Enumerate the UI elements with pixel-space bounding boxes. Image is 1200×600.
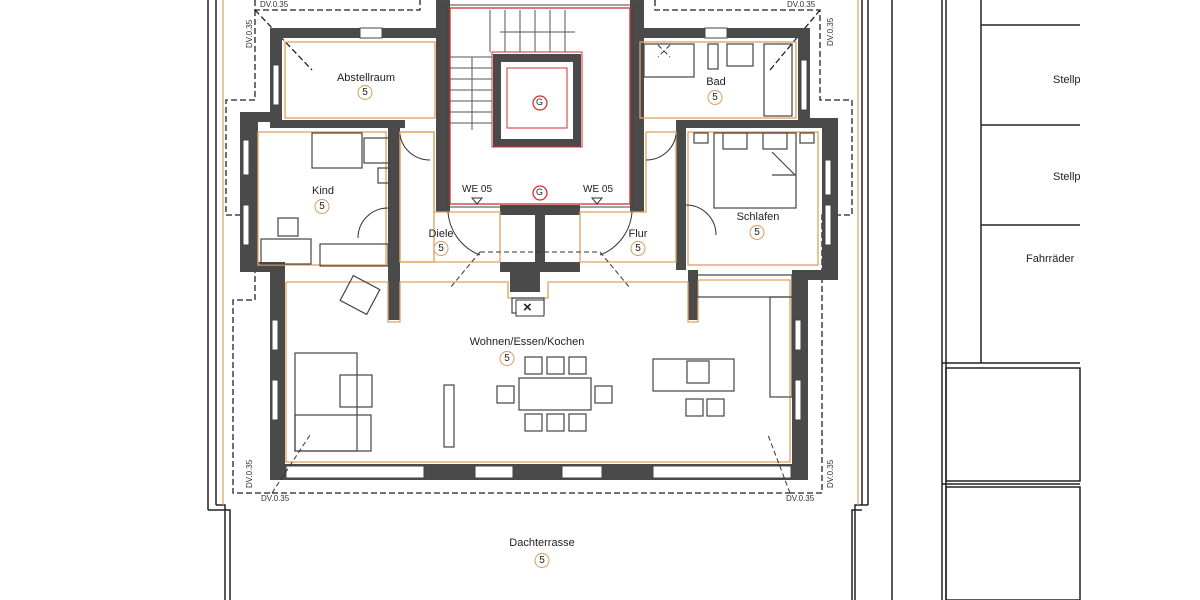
unit-label-right: WE 05 (583, 184, 614, 195)
room-label-kind: Kind (311, 185, 335, 197)
stair-marker-icon: G (536, 187, 544, 197)
room-label-schlafen: Schlafen (736, 211, 780, 223)
shaft-box (515, 299, 545, 317)
dv-label-top-left: DV.0.35 (260, 0, 289, 9)
furniture (260, 43, 815, 452)
room-label-bad: Bad (706, 76, 726, 88)
door-swings (357, 134, 717, 256)
unit-label-left: WE 05 (462, 184, 493, 195)
room-label-diele: Diele (428, 228, 454, 240)
dash-diagonals (271, 44, 791, 494)
room-number-abstellraum: 5 (357, 85, 373, 100)
room-label-flur: Flur (628, 228, 648, 240)
room-number-dachterrasse: 5 (534, 553, 550, 568)
side-label-stellplatz-2: Stellp (1053, 171, 1081, 183)
terrace-finish-line (222, 0, 859, 505)
dv-label-right-lower: DV.0.35 (826, 459, 835, 488)
side-label-stellplatz-1: Stellp (1053, 74, 1081, 86)
dv-label-right-upper: DV.0.35 (826, 17, 835, 46)
room-label-abstellraum: Abstellraum (336, 72, 396, 84)
dv-label-left-lower: DV.0.35 (245, 459, 254, 488)
dv-label-top-right: DV.0.35 (787, 0, 816, 9)
walls (240, 0, 838, 480)
room-number-kind: 5 (314, 199, 330, 214)
room-finish-outlines (257, 41, 819, 463)
room-number-wohnen: 5 (499, 351, 515, 366)
room-number-bad: 5 (707, 90, 723, 105)
room-label-wohnen: Wohnen/Essen/Kochen (469, 336, 585, 348)
room-label-dachterrasse: Dachterrasse (509, 537, 575, 549)
outer-boundary (207, 0, 947, 600)
dv-label-left-upper: DV.0.35 (245, 19, 254, 48)
windows (242, 27, 832, 479)
side-structures (942, 0, 1081, 600)
room-number-flur: 5 (630, 241, 646, 256)
dv-label-bottom-left: DV.0.35 (261, 494, 290, 503)
side-label-fahrraeder: Fahrräder (1026, 253, 1075, 265)
elevator-marker-icon: G (536, 97, 544, 107)
room-number-schlafen: 5 (749, 225, 765, 240)
stair-core (446, 4, 634, 208)
shaft-cross-icon: × (523, 299, 532, 316)
dv-label-bottom-right: DV.0.35 (786, 494, 815, 503)
room-number-diele: 5 (433, 241, 449, 256)
